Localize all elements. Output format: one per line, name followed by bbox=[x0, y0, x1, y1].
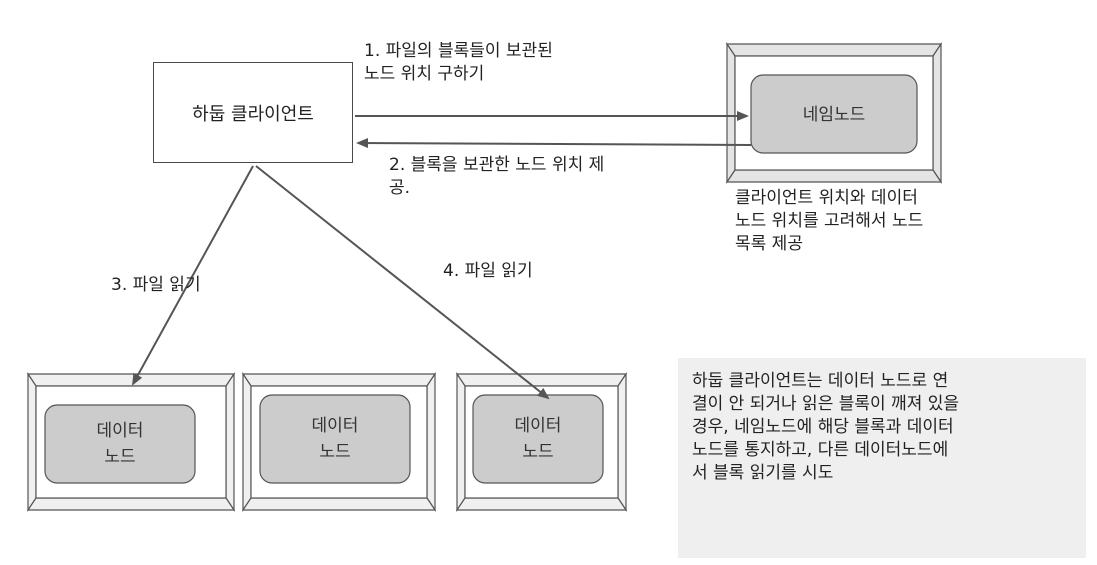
datanode-2-line2: 노드 bbox=[319, 442, 350, 462]
datanode-1: 데이터 노드 bbox=[26, 372, 236, 512]
hadoop-client-label: 하둡 클라이언트 bbox=[192, 103, 314, 125]
step2-label: 2. 블록을 보관한 노드 위치 제 공. bbox=[389, 155, 605, 198]
step1-label: 1. 파일의 블록들이 보관된 노드 위치 구하기 bbox=[364, 41, 553, 84]
hadoop-client-box: 하둡 클라이언트 bbox=[153, 62, 353, 163]
datanode-3-line1: 데이터 bbox=[515, 416, 562, 436]
failure-note: 하둡 클라이언트는 데이터 노드로 연 결이 안 되거나 읽은 블록이 깨져 있… bbox=[678, 358, 1086, 558]
datanode-3-box bbox=[472, 394, 604, 484]
namenode-frame: 네임노드 bbox=[725, 42, 943, 184]
arrow-client-to-datanode-1 bbox=[132, 165, 254, 386]
datanode-2-line1: 데이터 bbox=[312, 416, 359, 436]
datanode-1-line2: 노드 bbox=[104, 447, 135, 467]
arrow-client-to-datanode-3 bbox=[255, 165, 550, 400]
datanode-3-line2: 노드 bbox=[522, 442, 553, 462]
datanode-3: 데이터 노드 bbox=[455, 372, 628, 512]
step4-label: 4. 파일 읽기 bbox=[443, 261, 533, 281]
datanode-1-line1: 데이터 bbox=[97, 421, 144, 441]
arrow-namenode-to-client bbox=[356, 138, 752, 149]
datanode-1-box bbox=[44, 404, 196, 484]
namenode-box bbox=[750, 74, 918, 154]
namenode-label: 네임노드 bbox=[803, 105, 866, 125]
namenode-note: 클라이언트 위치와 데이터 노드 위치를 고려해서 노드 목록 제공 bbox=[735, 188, 924, 254]
step3-label: 3. 파일 읽기 bbox=[111, 275, 201, 295]
datanode-2: 데이터 노드 bbox=[241, 372, 437, 512]
datanode-2-box bbox=[259, 394, 411, 484]
